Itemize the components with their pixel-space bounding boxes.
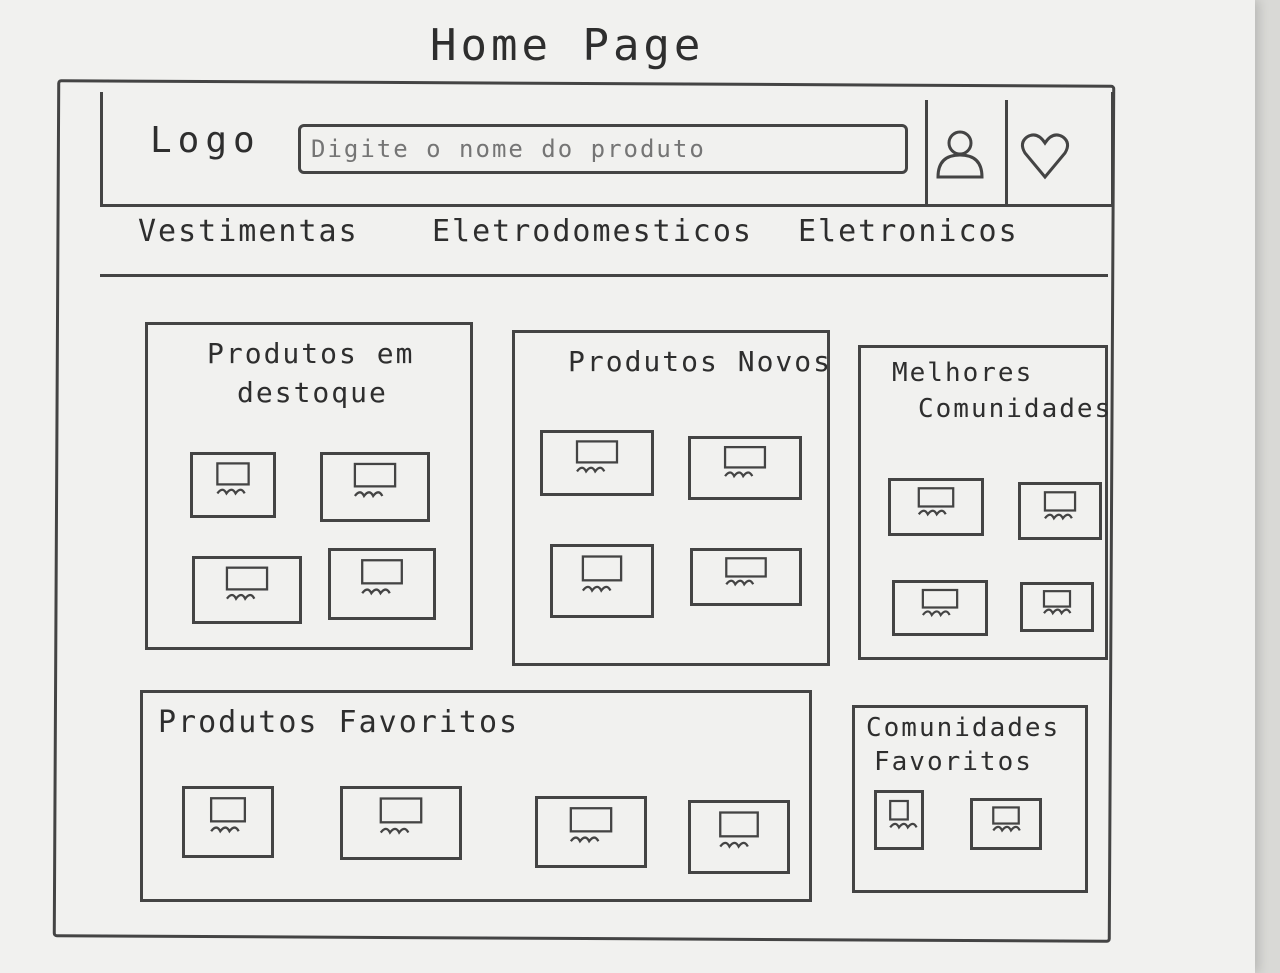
heart-icon[interactable] [1010,120,1080,190]
image-placeholder[interactable] [192,556,302,624]
nav-item-eletrodomesticos[interactable]: Eletrodomesticos [432,214,753,249]
header-divider [925,100,928,206]
featured-products-section [145,322,473,650]
favorite-products-title: Produtos Favoritos [158,705,520,740]
image-placeholder[interactable] [970,798,1042,850]
heart-icon [1020,133,1070,180]
image-placeholder[interactable] [182,786,274,858]
image-icon [921,588,959,618]
image-placeholder[interactable] [328,548,436,620]
image-icon [216,462,250,496]
image-icon [1043,491,1077,521]
logo[interactable]: Logo [150,120,261,161]
image-icon [361,559,403,596]
image-icon [1042,590,1072,616]
title-line: destoque [237,376,388,410]
best-communities-title: Melhores Comunidades [892,355,1112,428]
image-icon [581,555,623,593]
image-placeholder[interactable] [874,790,924,850]
image-placeholder[interactable] [688,800,790,874]
search-input[interactable] [298,124,908,174]
favorite-products-section [140,690,812,902]
title-line: Favoritos [874,746,1033,777]
image-placeholder[interactable] [1020,582,1094,632]
site-header [100,92,1114,207]
image-icon [992,806,1021,833]
image-icon [353,462,397,499]
new-products-section [512,330,830,666]
image-icon [917,487,955,517]
image-icon [569,807,613,844]
page-title: Home Page [430,20,705,71]
image-placeholder[interactable] [190,452,276,518]
image-icon [575,440,619,474]
user-icon [936,130,984,179]
nav-item-eletronicos[interactable]: Eletronicos [798,214,1019,249]
image-placeholder[interactable] [688,436,802,500]
user-icon[interactable] [925,120,995,190]
best-communities-section [858,345,1108,660]
image-icon [719,811,759,849]
image-icon [379,797,423,835]
image-placeholder[interactable] [1018,482,1102,540]
featured-products-title: Produtos em destoque [207,334,414,412]
title-line: Melhores [892,358,1034,388]
image-icon [723,445,767,479]
image-icon [225,566,269,601]
new-products-title: Produtos Novos [568,345,833,378]
image-icon [889,799,918,830]
title-line: Produtos em [207,337,415,370]
image-placeholder[interactable] [535,796,647,868]
image-placeholder[interactable] [690,548,802,606]
favorite-communities-section [852,705,1088,893]
image-placeholder[interactable] [892,580,988,636]
category-nav [100,204,1108,277]
image-placeholder[interactable] [888,478,984,536]
title-line: Comunidades [866,713,1061,743]
image-placeholder[interactable] [320,452,430,522]
favorite-communities-title: Comunidades Favoritos [866,712,1060,780]
header-divider [1005,100,1008,206]
title-line: Comunidades [918,394,1113,425]
image-placeholder[interactable] [540,430,654,496]
image-placeholder[interactable] [550,544,654,618]
image-icon [725,557,767,587]
image-placeholder[interactable] [340,786,462,860]
image-icon [209,797,247,834]
nav-item-vestimentas[interactable]: Vestimentas [138,214,359,249]
